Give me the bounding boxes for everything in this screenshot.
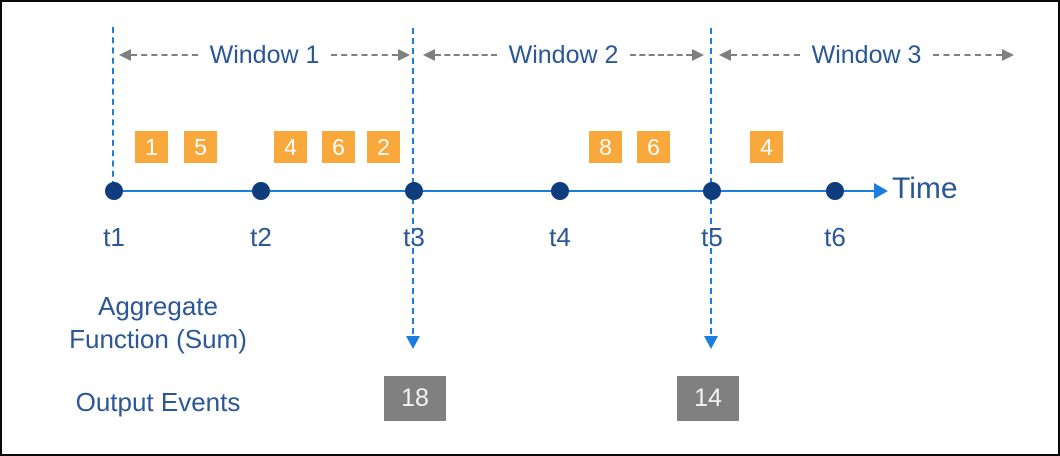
timeline-axis — [114, 190, 876, 192]
window-label: Window 2 — [508, 41, 619, 69]
aggregate-function-label-line1: Aggregate — [98, 291, 218, 321]
event-box: 1 — [135, 131, 168, 163]
dashed-line — [331, 54, 399, 56]
tick-label-t2: t2 — [250, 222, 272, 252]
timeline-dot-t4 — [551, 182, 569, 200]
event-box: 2 — [367, 131, 400, 163]
timeline-dot-t5 — [703, 182, 721, 200]
arrow-right-icon — [1002, 49, 1015, 61]
window-span-1: Window 1 — [119, 41, 411, 69]
dashed-line — [630, 54, 693, 56]
timeline-dot-t6 — [826, 182, 844, 200]
dashed-line — [435, 54, 497, 56]
window-boundary-line-t5 — [710, 28, 712, 334]
dashed-line — [131, 54, 198, 56]
dashed-line — [933, 54, 1003, 56]
event-box: 4 — [274, 131, 307, 163]
output-event-box-t3: 18 — [384, 376, 446, 421]
tick-label-t1: t1 — [103, 222, 125, 252]
event-box: 5 — [184, 131, 217, 163]
arrow-left-icon — [719, 49, 731, 61]
timeline-dot-t3 — [405, 182, 423, 200]
dashed-line — [731, 54, 800, 56]
tick-label-t3: t3 — [403, 222, 425, 252]
event-box: 8 — [589, 131, 622, 163]
arrow-left-icon — [423, 49, 435, 61]
aggregate-function-label-line2: Function (Sum) — [69, 324, 247, 354]
tick-label-t6: t6 — [824, 222, 846, 252]
arrow-right-icon — [398, 49, 411, 61]
arrow-right-icon — [692, 49, 705, 61]
output-arrow-icon-t5 — [704, 336, 718, 349]
timeline-dot-t1 — [105, 182, 123, 200]
output-arrow-icon-t3 — [406, 336, 420, 349]
window-boundary-line-t3 — [412, 28, 414, 334]
aggregate-function-label: Aggregate Function (Sum) — [30, 290, 286, 356]
tick-label-t4: t4 — [549, 222, 571, 252]
output-events-label: Output Events — [75, 387, 241, 417]
timeline-arrow-icon — [874, 183, 888, 199]
timeline-dot-t2 — [252, 182, 270, 200]
event-box: 6 — [322, 131, 355, 163]
window-span-3: Window 3 — [719, 41, 1015, 69]
event-box: 6 — [637, 131, 670, 163]
tick-label-t5: t5 — [701, 222, 723, 252]
window-label: Window 3 — [811, 41, 922, 69]
window-label: Window 1 — [209, 41, 320, 69]
window-span-2: Window 2 — [423, 41, 705, 69]
arrow-left-icon — [119, 49, 131, 61]
window-boundary-line-t1 — [112, 27, 114, 187]
event-box: 4 — [750, 131, 783, 163]
time-axis-label: Time — [892, 172, 958, 205]
output-event-box-t5: 14 — [677, 376, 739, 421]
